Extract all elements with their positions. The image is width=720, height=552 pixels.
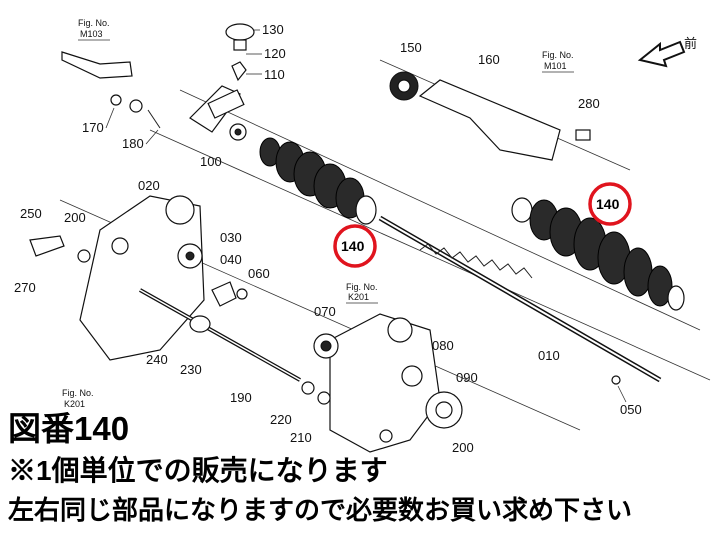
fig-ref-code: K201 xyxy=(64,399,85,409)
gearbox-housing-right xyxy=(301,313,621,453)
fig-ref-label: Fig. No. xyxy=(78,18,110,28)
callout-210: 210 xyxy=(290,430,312,445)
callout-010: 010 xyxy=(538,348,560,363)
callout-140-right: 140 xyxy=(596,196,620,212)
fig-ref-k201-b: Fig. No. K201 xyxy=(62,388,94,409)
callout-060: 060 xyxy=(248,266,270,281)
callout-100: 100 xyxy=(200,154,222,169)
rack-shaft-part-010 xyxy=(378,215,662,383)
boot-part-140-right xyxy=(511,197,685,311)
quantity-note: 左右同じ部品になりますので必要数お買い求め下さい xyxy=(8,495,633,525)
part-number-note: 図番140 xyxy=(8,410,130,447)
callout-120: 120 xyxy=(264,46,286,61)
callout-040: 040 xyxy=(220,252,242,267)
callout-140-left: 140 xyxy=(341,238,365,254)
fig-ref-k201-a: Fig. No. K201 xyxy=(346,282,378,304)
callout-200-left: 200 xyxy=(64,210,86,225)
callout-110: 110 xyxy=(264,67,285,82)
highlighted-callout-140-left: 140 xyxy=(333,224,377,268)
shaft-part-190 xyxy=(139,281,301,382)
fig-ref-label: Fig. No. xyxy=(346,282,378,292)
fig-ref-m101: Fig. No. M101 xyxy=(542,50,574,73)
callout-250: 250 xyxy=(20,206,42,221)
callout-280: 280 xyxy=(578,96,600,111)
fig-ref-label: Fig. No. xyxy=(62,388,94,398)
callout-200-right: 200 xyxy=(452,440,474,455)
callout-220: 220 xyxy=(270,412,292,427)
callout-130: 130 xyxy=(262,22,284,37)
callout-070: 070 xyxy=(314,304,336,319)
fig-ref-code: M103 xyxy=(80,29,103,39)
callout-270: 270 xyxy=(14,280,36,295)
direction-label: 前 xyxy=(684,36,697,51)
fig-ref-m103: Fig. No. M103 xyxy=(78,18,110,41)
fig-ref-label: Fig. No. xyxy=(542,50,574,60)
callout-170: 170 xyxy=(82,120,104,135)
callout-030: 030 xyxy=(220,230,242,245)
callout-230: 230 xyxy=(180,362,202,377)
fig-ref-code: M101 xyxy=(544,61,567,71)
callout-180: 180 xyxy=(122,136,144,151)
bracket-part-160 xyxy=(389,71,591,161)
sales-notes: 図番140 ※1個単位での販売になります 左右同じ部品になりますので必要数お買い… xyxy=(8,412,712,523)
callout-160: 160 xyxy=(478,52,500,67)
fig-ref-code: K201 xyxy=(348,292,369,302)
callout-080: 080 xyxy=(432,338,454,353)
callout-050: 050 xyxy=(620,402,642,417)
callout-190: 190 xyxy=(230,390,252,405)
steering-arm-part-100 xyxy=(189,23,255,141)
callout-090: 090 xyxy=(456,370,478,385)
callout-150: 150 xyxy=(400,40,422,55)
highlighted-callout-140-right: 140 xyxy=(588,182,632,226)
gearbox-housing xyxy=(29,195,205,361)
front-direction-arrow: 前 xyxy=(637,36,697,68)
callout-240: 240 xyxy=(146,352,168,367)
unit-sale-note: ※1個単位での販売になります xyxy=(8,455,388,486)
boot-part-140-left xyxy=(259,137,377,225)
callout-labels: 130 120 110 150 160 280 170 180 100 020 … xyxy=(14,22,642,455)
lever-part-170 xyxy=(61,51,161,129)
callout-020: 020 xyxy=(138,178,160,193)
